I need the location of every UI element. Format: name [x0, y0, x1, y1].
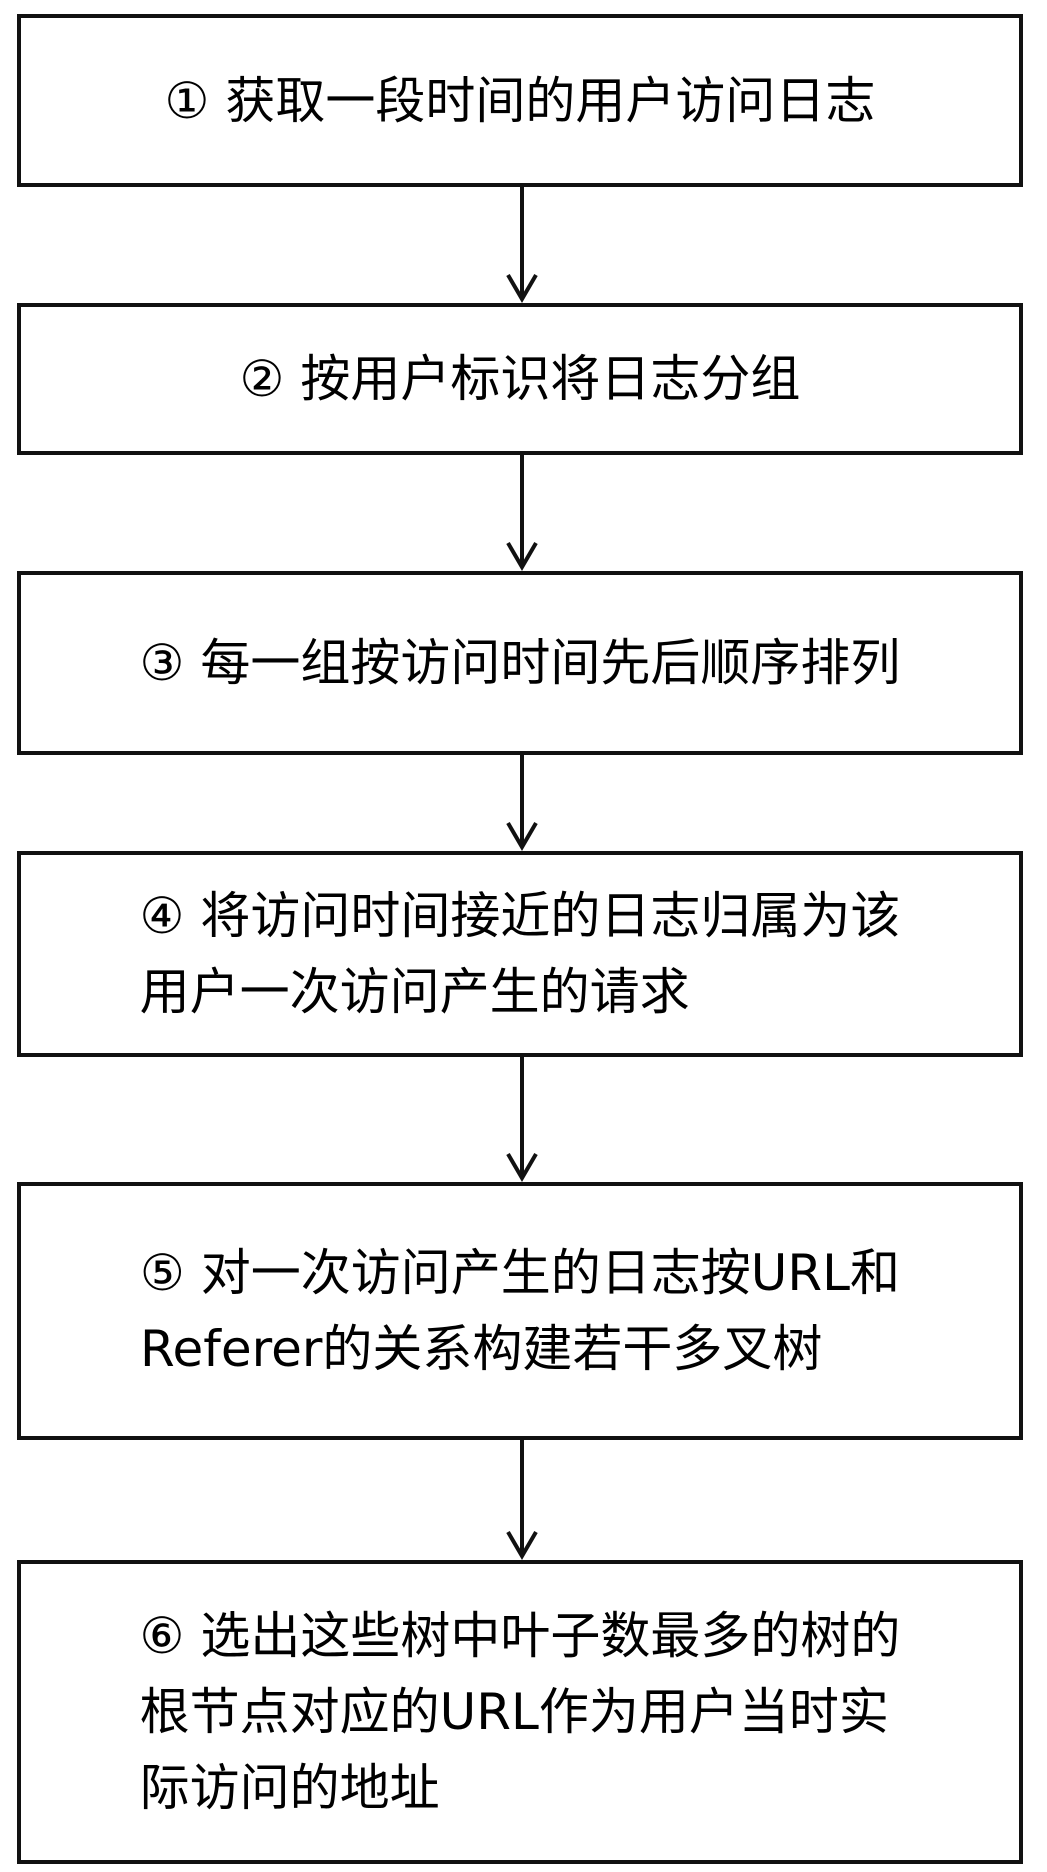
step-2-label: ② 按用户标识将日志分组: [240, 341, 801, 417]
step-4-box: ④ 将访问时间接近的日志归属为该 用户一次访问产生的请求: [17, 851, 1023, 1057]
step-5-line-2: Referer的关系构建若干多叉树: [140, 1320, 823, 1378]
step-2-line-1: ② 按用户标识将日志分组: [239, 350, 801, 408]
step-5-line-1: ⑤ 对一次访问产生的日志按URL和: [140, 1244, 900, 1302]
arrow-2-to-3: [506, 455, 538, 571]
step-1-line-1: ① 获取一段时间的用户访问日志: [164, 71, 876, 130]
step-3-label: ③ 每一组按访问时间先后顺序排列: [140, 625, 901, 701]
step-6-label: ⑥ 选出这些树中叶子数最多的树的 根节点对应的URL作为用户当时实 际访问的地址: [140, 1598, 901, 1826]
arrow-5-to-6: [506, 1440, 538, 1560]
arrow-1-to-2: [506, 187, 538, 303]
step-4-line-1: ④ 将访问时间接近的日志归属为该: [139, 887, 901, 945]
step-6-line-1: ⑥ 选出这些树中叶子数最多的树的: [139, 1607, 901, 1665]
step-2-box: ② 按用户标识将日志分组: [17, 303, 1023, 455]
step-6-box: ⑥ 选出这些树中叶子数最多的树的 根节点对应的URL作为用户当时实 际访问的地址: [17, 1560, 1023, 1864]
step-1-box: ① 获取一段时间的用户访问日志: [17, 14, 1023, 187]
step-1-label: ① 获取一段时间的用户访问日志: [165, 63, 876, 139]
step-6-line-2: 根节点对应的URL作为用户当时实: [139, 1683, 889, 1741]
step-5-box: ⑤ 对一次访问产生的日志按URL和 Referer的关系构建若干多叉树: [17, 1182, 1023, 1440]
step-4-line-2: 用户一次访问产生的请求: [139, 963, 690, 1021]
arrow-3-to-4: [506, 755, 538, 851]
step-5-label: ⑤ 对一次访问产生的日志按URL和 Referer的关系构建若干多叉树: [140, 1235, 900, 1387]
arrow-4-to-5: [506, 1057, 538, 1182]
step-6-line-3: 际访问的地址: [139, 1759, 440, 1817]
step-3-line-1: ③ 每一组按访问时间先后顺序排列: [139, 634, 901, 692]
step-4-label: ④ 将访问时间接近的日志归属为该 用户一次访问产生的请求: [140, 878, 901, 1030]
step-3-box: ③ 每一组按访问时间先后顺序排列: [17, 571, 1023, 755]
